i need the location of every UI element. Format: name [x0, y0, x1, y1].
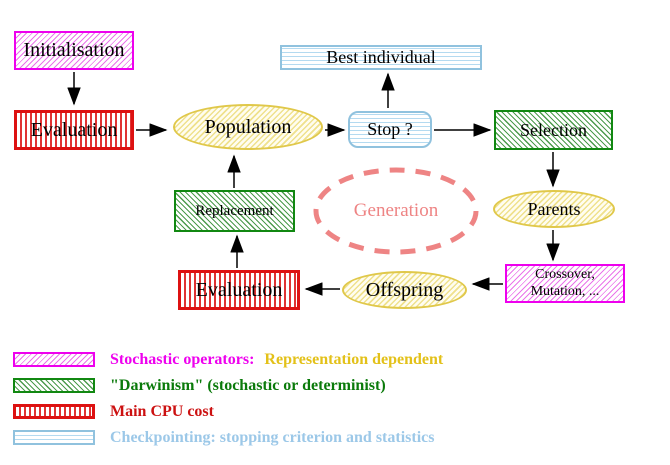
node-best-individual: Best individual [280, 45, 482, 70]
node-replacement: Replacement [174, 190, 295, 232]
node-crossover-mutation: Crossover, Mutation, ... [505, 264, 625, 303]
legend-swatch-stochastic-operators [13, 352, 95, 367]
legend-swatch-cpu-cost [13, 404, 95, 419]
node-evaluation-bottom: Evaluation [178, 270, 300, 310]
node-evaluation-top: Evaluation [14, 110, 134, 150]
legend-label-cpu-cost: Main CPU cost [110, 403, 214, 420]
legend-label-stochastic: Stochastic operators: [110, 351, 255, 368]
legend-text-cpu-cost: Main CPU cost [110, 403, 214, 420]
legend-swatch-checkpointing [13, 430, 95, 445]
node-stop: Stop ? [348, 111, 432, 148]
legend-swatch-darwinism [13, 378, 95, 393]
legend-label-darwinism: "Darwinism" (stochastic or determinist) [110, 377, 386, 394]
generation-dashed-ellipse [313, 167, 479, 255]
legend-label-checkpointing: Checkpointing: stopping criterion and st… [110, 429, 435, 446]
node-parents: Parents [493, 190, 615, 228]
generation-label: Generation [353, 200, 439, 221]
node-offspring: Offspring [342, 271, 467, 309]
node-population: Population [173, 104, 323, 150]
crossover-line1: Crossover, [535, 266, 595, 282]
legend-text-darwinism: "Darwinism" (stochastic or determinist) [110, 377, 386, 394]
legend-text-checkpointing: Checkpointing: stopping criterion and st… [110, 429, 435, 446]
legend-text-stochastic-operators: Stochastic operators: Representation dep… [110, 351, 444, 368]
node-initialisation: Initialisation [14, 31, 134, 70]
legend-label-representation: Representation dependent [264, 351, 444, 368]
node-selection: Selection [494, 110, 613, 150]
crossover-line2: Mutation, ... [530, 283, 600, 299]
